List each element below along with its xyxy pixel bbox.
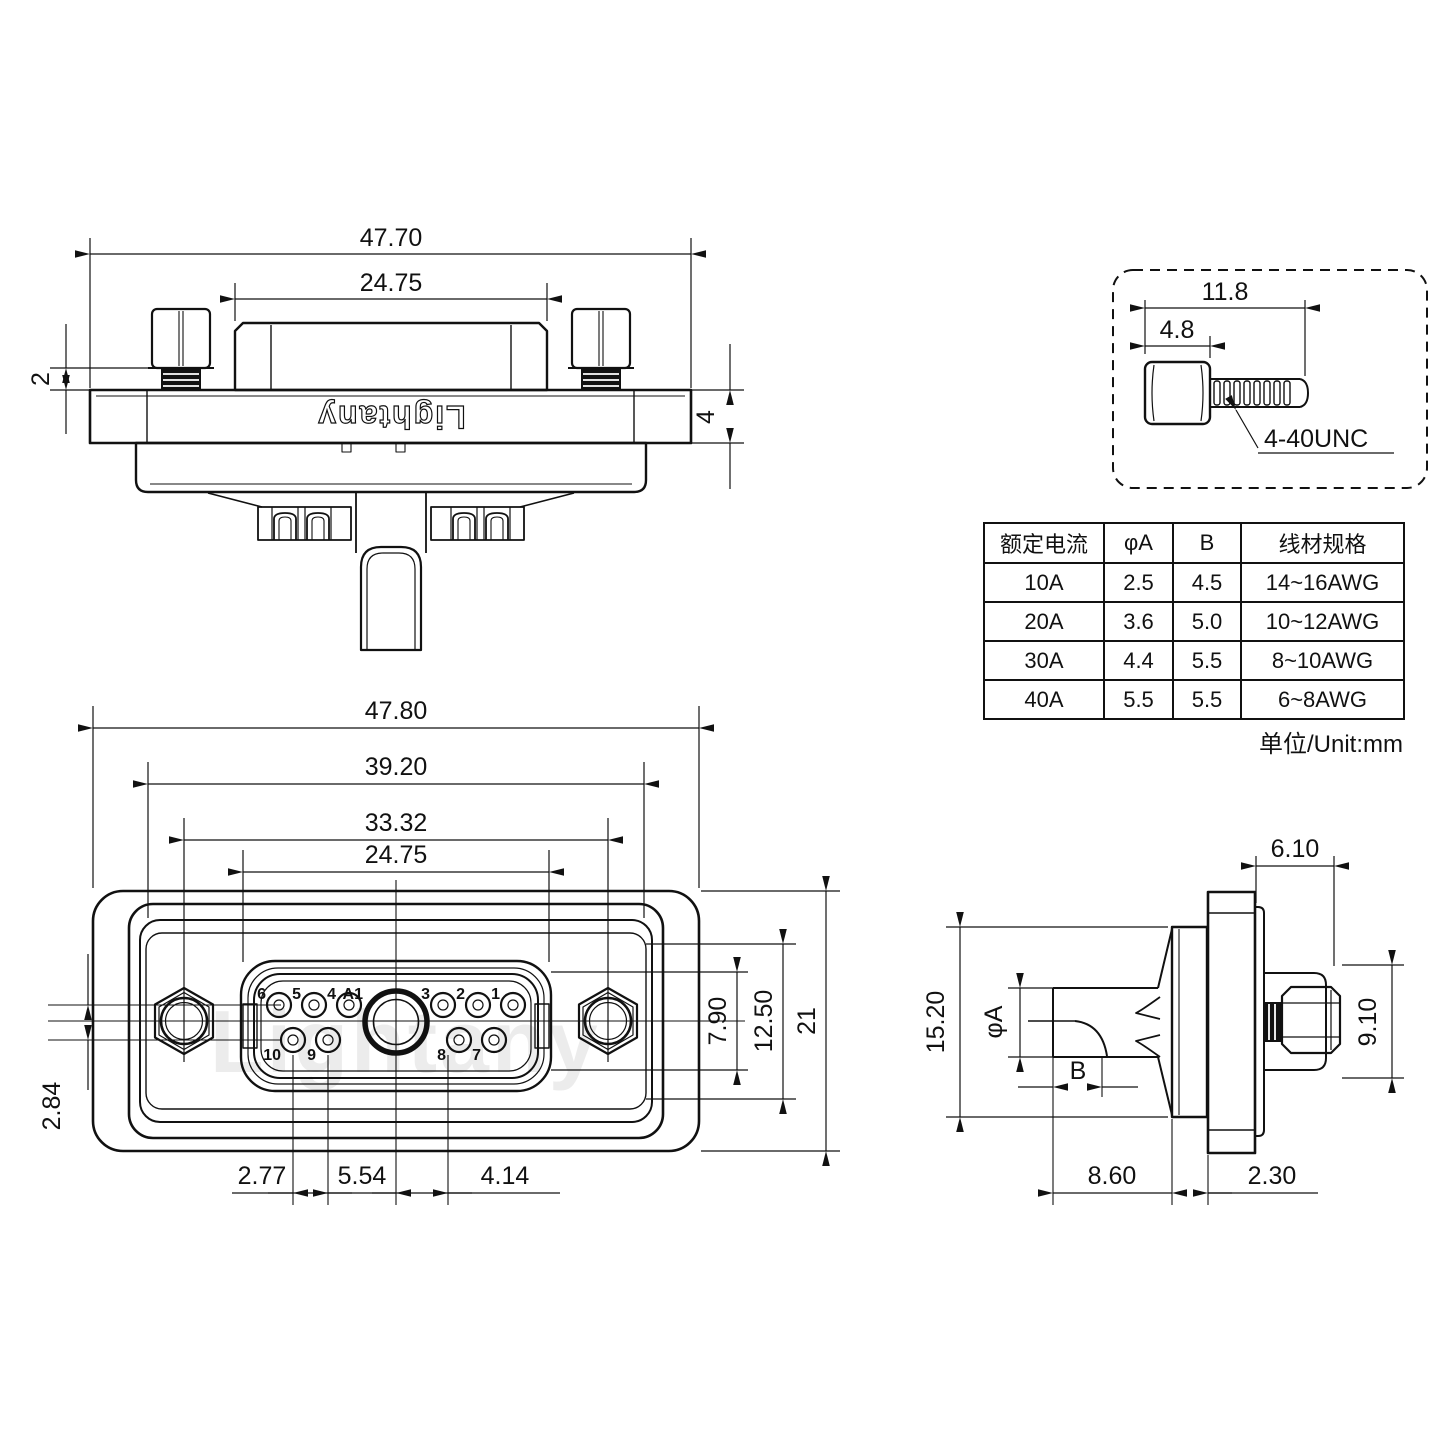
dim-side-hood-width: 24.75 [360,269,423,297]
table-cell: 14~16AWG [1240,562,1405,603]
table-cell: 5.5 [1172,640,1242,681]
thread-spec-label: 4-40UNC [1264,425,1368,453]
view-side: 47.70 24.75 [27,224,744,652]
dim-front-row-offset: 2.84 [38,1082,66,1131]
table-header: 额定电流 [983,522,1105,564]
dim-front-cavity-height: 12.50 [750,990,778,1053]
table-cell: 5.0 [1172,601,1242,642]
dim-section-bore-dia: φA [980,1005,1008,1038]
table-cell: 10~12AWG [1240,601,1405,642]
brand-embossed-mirrored: Lightany [316,399,465,435]
table-cell: 3.6 [1103,601,1174,642]
table-row: 30A 4.4 5.5 8~10AWG [983,640,1405,681]
table-cell: 20A [983,601,1105,642]
table-header: 线材规格 [1240,522,1405,564]
table-row: 40A 5.5 5.5 6~8AWG [983,679,1405,720]
dim-side-screw-gap: 2 [27,372,55,386]
dim-front-shell-width: 39.20 [365,753,428,781]
jackscrew-drawing [1143,360,1309,426]
pin-label: 5 [292,986,301,1003]
pin-label: 8 [437,1047,446,1064]
table-header: φA [1103,522,1174,564]
table-row: 10A 2.5 4.5 14~16AWG [983,562,1405,603]
pin-label: 10 [263,1047,281,1064]
dim-section-screw-height: 9.10 [1354,998,1382,1047]
flange-lip [1254,906,1265,1137]
table-cell: 5.5 [1172,679,1242,720]
dim-screw-head-length: 4.8 [1160,316,1195,344]
power-contact-tail [359,545,423,652]
pin-label: 9 [307,1047,316,1064]
pin-label: 6 [257,986,266,1003]
view-section: φA B 15.20 6.10 9.10 [922,835,1404,1205]
power-contact-section [1028,928,1173,1116]
thumbscrew-right [568,307,634,390]
hood-profile [1206,890,1257,1155]
dim-front-overall-width: 47.80 [365,697,428,725]
table-cell: 30A [983,640,1105,681]
hood-outline [233,321,549,392]
table-cell: 5.5 [1103,679,1174,720]
dim-front-insert-width: 24.75 [365,841,428,869]
table-cell: 4.5 [1172,562,1242,603]
table-cell: 10A [983,562,1105,603]
unit-note: 单位/Unit:mm [1259,731,1403,758]
table-cell: 2.5 [1103,562,1174,603]
dim-front-screw-spacing: 33.32 [365,809,428,837]
dim-section-hood-depth: 6.10 [1271,835,1320,863]
view-screw-detail: 11.8 4.8 4-40UNC [1112,269,1428,489]
table-cell: 40A [983,679,1105,720]
dim-section-rear-depth: 8.60 [1088,1162,1137,1190]
pin-label: 2 [456,986,465,1003]
detail-boundary [1112,269,1428,489]
crimp-contacts-left [257,506,352,541]
dim-side-overall-width: 47.70 [360,224,423,252]
pin-label: 1 [491,986,500,1003]
table-cell: 4.4 [1103,640,1174,681]
dim-section-panel-gap: 2.30 [1248,1162,1297,1190]
thumbscrew-left [148,307,214,390]
crimp-contacts-right [430,506,525,541]
table-row: 20A 3.6 5.0 10~12AWG [983,601,1405,642]
current-rating-table: 额定电流 φA B 线材规格 10A 2.5 4.5 14~16AWG 20A … [983,522,1405,720]
table-cell: 6~8AWG [1240,679,1405,720]
dim-front-insert-height: 7.90 [704,997,732,1046]
dim-section-shell-height: 15.20 [922,991,950,1054]
pin-label: 7 [472,1047,481,1064]
dim-front-pin-pitch: 2.77 [238,1162,287,1190]
pin-label: A1 [343,986,364,1003]
dim-side-flange-thickness: 4 [692,410,720,424]
insulator-barrel [1170,925,1209,1119]
jackscrew-assembly [1264,972,1342,1071]
dim-front-pin-span: 5.54 [338,1162,387,1190]
dim-screw-total-length: 11.8 [1202,278,1249,306]
table-cell: 8~10AWG [1240,640,1405,681]
table-header: B [1172,522,1242,564]
rear-body [134,441,648,494]
pin-label: 3 [421,986,430,1003]
dim-section-cup-depth: B [1070,1057,1087,1085]
pin-label: 4 [327,986,336,1003]
view-front: Lightany [38,697,840,1205]
dim-front-power-gap: 4.14 [481,1162,530,1190]
dim-front-overall-height: 21 [793,1007,821,1035]
brand-watermark: Lightany [210,992,601,1091]
